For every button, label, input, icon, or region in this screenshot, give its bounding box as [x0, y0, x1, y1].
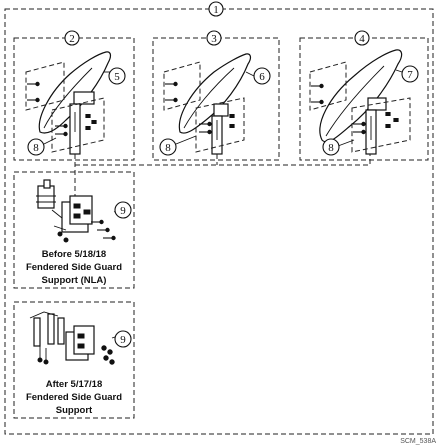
callout-support-before: 9 — [113, 201, 132, 219]
connector-lines — [74, 154, 371, 198]
callout-left-guard: 5 — [104, 67, 126, 85]
caption-after-line2: Fendered Side Guard — [26, 392, 122, 403]
side-guard-support-after — [29, 311, 115, 365]
svg-text:7: 7 — [407, 69, 413, 81]
reference-code: SCM_538A — [400, 438, 436, 445]
fendered-side-guard-middle — [178, 53, 252, 134]
callout-main: 1 — [208, 1, 224, 17]
side-guard-support-before — [36, 179, 117, 243]
mounting-bracket-left — [69, 91, 95, 155]
side-guard-assembly-left: 2 5 8 — [13, 30, 135, 161]
svg-text:5: 5 — [114, 71, 120, 83]
svg-text:6: 6 — [259, 71, 265, 83]
caption-after-line3: Support — [56, 405, 93, 416]
support-after-panel: 9 After 5/17/18 Fendered Side Guard Supp… — [13, 301, 135, 419]
svg-text:8: 8 — [33, 142, 39, 154]
svg-text:9: 9 — [120, 205, 126, 217]
callout-right-guard: 7 — [395, 65, 419, 83]
side-guard-assembly-right: 4 7 8 — [299, 30, 429, 161]
callout-middle-guard: 6 — [245, 67, 271, 85]
caption-after-line1: After 5/17/18 — [46, 379, 103, 390]
svg-text:3: 3 — [211, 33, 217, 45]
svg-text:8: 8 — [165, 142, 171, 154]
callout-right-hardware: 8 — [322, 138, 355, 156]
support-before-panel: 9 Before 5/18/18 Fendered Side Guard Sup… — [13, 171, 135, 289]
svg-text:8: 8 — [328, 142, 334, 154]
svg-text:9: 9 — [120, 334, 126, 346]
svg-text:2: 2 — [69, 33, 75, 45]
fendered-side-guard-right — [319, 49, 403, 143]
callout-middle-hardware: 8 — [159, 135, 197, 156]
caption-before-line2: Fendered Side Guard — [26, 262, 122, 273]
svg-text:4: 4 — [359, 33, 365, 45]
caption-before-line3: Support (NLA) — [42, 275, 107, 286]
caption-before-line1: Before 5/18/18 — [42, 249, 106, 260]
assembly-frame — [4, 8, 434, 435]
callout-right-assembly: 4 — [354, 30, 370, 46]
mounting-bracket-middle — [211, 103, 229, 155]
callout-support-after: 9 — [111, 330, 132, 348]
callout-left-hardware: 8 — [27, 137, 57, 156]
svg-text:1: 1 — [213, 4, 219, 16]
callout-left-assembly: 2 — [64, 30, 80, 46]
callout-middle-assembly: 3 — [206, 30, 222, 46]
side-guard-assembly-middle: 3 6 8 — [152, 30, 280, 161]
